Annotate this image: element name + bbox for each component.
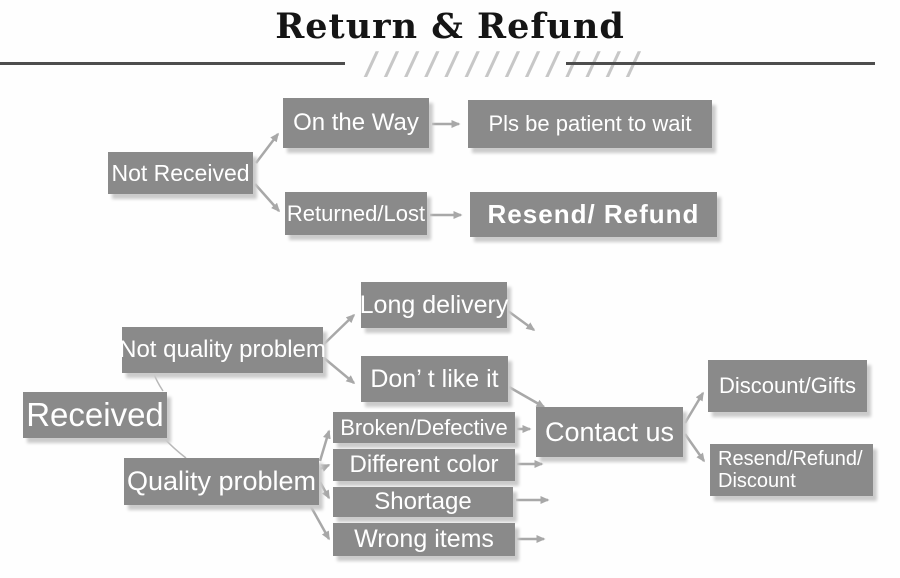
- divider-line-right: [566, 62, 875, 65]
- arrow-contact-to-resendrefunddiscount: [683, 433, 706, 463]
- arrow-quality-to-different: [319, 463, 331, 472]
- arrow-quality-to-broken: [318, 429, 331, 462]
- arrow-contact-to-discountgifts: [683, 391, 705, 424]
- node-resend-refund-discount-line2: Discount: [718, 470, 796, 492]
- node-discount-gifts: Discount/Gifts: [708, 360, 867, 412]
- node-resend-refund: Resend/ Refund: [470, 192, 717, 237]
- node-received: Received: [23, 392, 167, 438]
- node-pls-be-patient: Pls be patient to wait: [468, 100, 712, 148]
- node-broken-defective: Broken/Defective: [333, 412, 515, 443]
- node-returned-lost: Returned/Lost: [285, 192, 427, 235]
- node-dont-like-it: Don’ t like it: [361, 356, 508, 402]
- node-on-the-way: On the Way: [283, 98, 429, 148]
- node-not-quality-problem: Not quality problem: [119, 327, 326, 373]
- node-shortage: Shortage: [333, 487, 513, 517]
- node-resend-refund-discount-line1: Resend/Refund/: [718, 448, 863, 470]
- node-different-color: Different color: [333, 449, 515, 481]
- node-contact-us: Contact us: [536, 407, 683, 457]
- slashes-decoration: //////////////: [362, 46, 645, 82]
- arrow-quality-to-wrongitems: [308, 504, 331, 541]
- node-quality-problem: Quality problem: [124, 458, 319, 505]
- arrow-longdelivery-out: [507, 309, 536, 332]
- node-long-delivery: Long delivery: [360, 282, 508, 328]
- arrow-notreceived-to-ontheway: [255, 132, 279, 164]
- node-wrong-items: Wrong items: [333, 523, 515, 556]
- node-resend-refund-discount: Resend/Refund/ Discount: [710, 444, 873, 496]
- arrow-notquality-to-longdelivery: [323, 313, 356, 345]
- arrow-quality-to-shortage: [318, 481, 331, 500]
- arrow-notquality-to-dontlike: [323, 357, 356, 384]
- line-received-to-quality: [163, 437, 187, 459]
- line-received-to-notquality: [153, 373, 164, 392]
- arrow-notreceived-to-returnedlost: [254, 183, 280, 213]
- node-not-received: Not Received: [108, 152, 253, 194]
- page-title: Return & Refund: [275, 6, 625, 47]
- arrow-dontlike-to-contact: [508, 385, 546, 409]
- divider-line-left: [0, 62, 345, 65]
